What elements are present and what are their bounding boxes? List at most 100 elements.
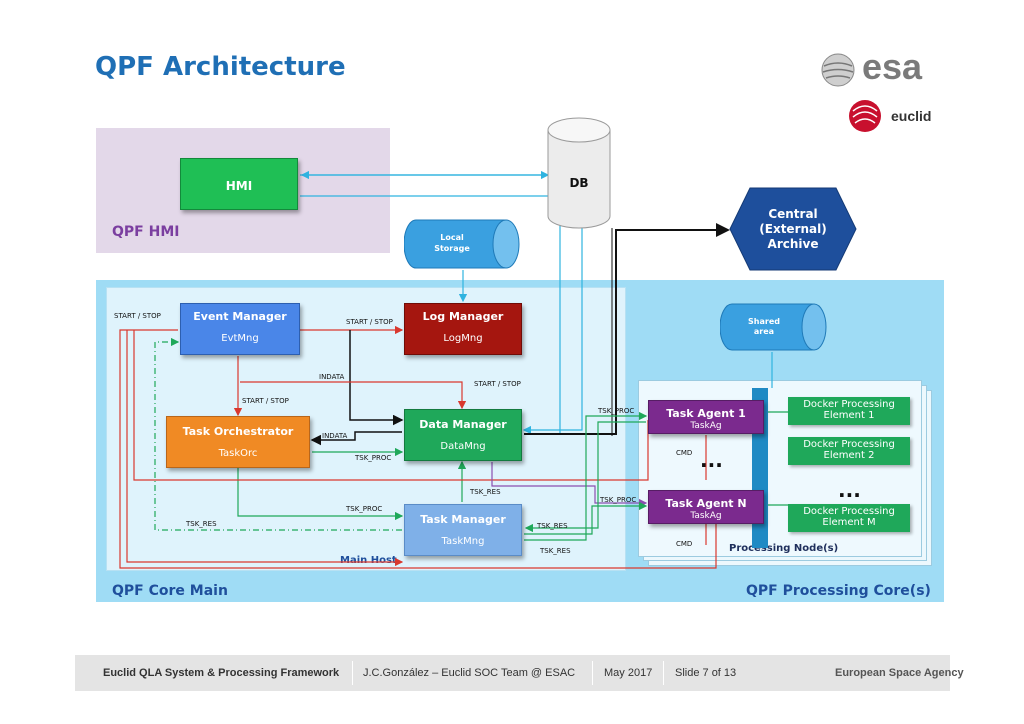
task-orchestrator-box: Task Orchestrator TaskOrc [166,416,310,468]
docker-2-line-2: Element 2 [823,450,875,461]
event-manager-title: Event Manager [193,310,287,323]
hmi-box: HMI [180,158,298,210]
tskres-dashed [154,337,402,531]
edge-label-indata: INDATA [322,432,348,440]
edge-label-indata: INDATA [319,373,345,381]
tskproc-agent-n [524,501,648,535]
startstop-loop-1 [119,329,721,569]
local-storage-node: Local Storage [403,218,522,270]
local-storage-label-2: Storage [434,244,470,253]
edge-label-tsk-proc: TSK_PROC [346,505,383,513]
docker-element-2: Docker Processing Element 2 [788,437,910,465]
docker-m-line-1: Docker Processing [803,506,895,517]
euclid-emblem-icon [849,100,881,132]
footer-agency: European Space Agency [835,667,964,679]
shared-area-node: Shared area [719,302,828,352]
edge-label-cmd: CMD [676,540,693,548]
central-archive-node: Central (External) Archive [728,186,858,272]
log-manager-box: Log Manager LogMng [404,303,522,355]
data-manager-title: Data Manager [419,418,507,431]
processing-nodes-label: Processing Node(s) [729,543,839,554]
docker-m-line-2: Element M [822,517,876,528]
footer-divider [592,661,593,685]
data-manager-sub: DataMng [440,441,486,452]
indata-link-2 [310,431,402,446]
euclid-logo: euclid [845,97,940,135]
docker-1-line-1: Docker Processing [803,399,895,410]
core-main-label: QPF Core Main [112,583,228,599]
archive-label-3: Archive [767,237,819,251]
footer-slide: Slide 7 of 13 [675,667,737,679]
edge-label-tsk-proc: TSK_PROC [600,496,637,504]
edge-label-tsk-res: TSK_RES [470,488,501,496]
task-agent-n-box: Task Agent N TaskAg [648,490,764,524]
edge-label-start-stop: START / STOP [242,397,289,405]
euclid-logo-text: euclid [891,108,932,124]
hmi-box-label: HMI [225,179,253,193]
db-datamanager-link [522,225,583,435]
footer-bar: Euclid QLA System & Processing Framework… [75,655,964,691]
db-cylinder-icon [547,117,611,229]
task-agent-1-title: Task Agent 1 [666,407,746,420]
task-agent-n-title: Task Agent N [665,497,747,510]
task-orchestrator-sub: TaskOrc [218,448,258,459]
task-manager-sub: TaskMng [441,536,485,547]
docker-2-line-1: Docker Processing [803,439,895,450]
shared-area-label-1: Shared [748,317,780,326]
db-label: DB [569,176,589,190]
footer-date: May 2017 [604,667,653,679]
edge-label-start-stop: START / STOP [474,380,521,388]
processing-core-label: QPF Processing Core(s) [746,583,931,599]
edge-label-tsk-res: TSK_RES [540,547,571,555]
task-agent-n-sub: TaskAg [690,511,722,521]
esa-logo: esa [818,46,938,90]
main-host-label: Main Host [340,555,397,566]
page-title: QPF Architecture [95,52,346,82]
footer-project: Euclid QLA System & Processing Framework [103,667,340,679]
docker-element-m: Docker Processing Element M [788,504,910,532]
data-manager-box: Data Manager DataMng [404,409,522,461]
docker-ellipsis: ... [838,478,861,502]
task-manager-title: Task Manager [420,513,506,526]
storage-cylinder-icon [403,219,520,269]
task-manager-box: Task Manager TaskMng [404,504,522,556]
shared-area-label-2: area [753,327,775,336]
hmi-region-label: QPF HMI [112,224,180,240]
db-node: DB [546,116,612,230]
event-manager-sub: EvtMng [221,333,259,344]
edge-label-tsk-proc: TSK_PROC [598,407,635,415]
edge-label-tsk-proc: TSK_PROC [355,454,392,462]
esa-logo-text: esa [862,46,923,87]
esa-globe-icon [821,53,855,87]
startstop-data-link [240,381,467,410]
log-manager-sub: LogMng [443,333,483,344]
footer-divider [352,661,353,685]
task-agent-1-sub: TaskAg [690,421,722,431]
tskproc-orc-taskmng [237,468,404,521]
edge-label-start-stop: START / STOP [114,312,161,320]
event-manager-box: Event Manager EvtMng [180,303,300,355]
archive-label-2: (External) [759,222,827,236]
footer-divider [663,661,664,685]
purple-link-1 [491,462,648,508]
shared-area-cylinder-icon [719,303,827,351]
edge-label-tsk-res: TSK_RES [186,520,217,528]
tskproc-agent-1 [524,411,648,541]
docker-element-1: Docker Processing Element 1 [788,397,910,425]
docker-1-line-2: Element 1 [823,410,875,421]
indata-link-1 [349,330,404,426]
edge-label-tsk-res: TSK_RES [537,522,568,530]
archive-label-1: Central [768,207,818,221]
task-agent-1-box: Task Agent 1 TaskAg [648,400,764,434]
archive-hexagon-icon [729,187,857,271]
edge-label-start-stop: START / STOP [346,318,393,326]
task-orchestrator-title: Task Orchestrator [182,425,294,438]
footer-author: J.C.González – Euclid SOC Team @ ESAC [363,667,576,679]
local-storage-label-1: Local [440,233,464,242]
log-manager-title: Log Manager [422,310,504,323]
archive-link [524,223,730,435]
startstop-loop-2 [126,330,404,567]
tskres-agent-1 [524,421,646,533]
agent-ellipsis: ... [700,448,723,472]
